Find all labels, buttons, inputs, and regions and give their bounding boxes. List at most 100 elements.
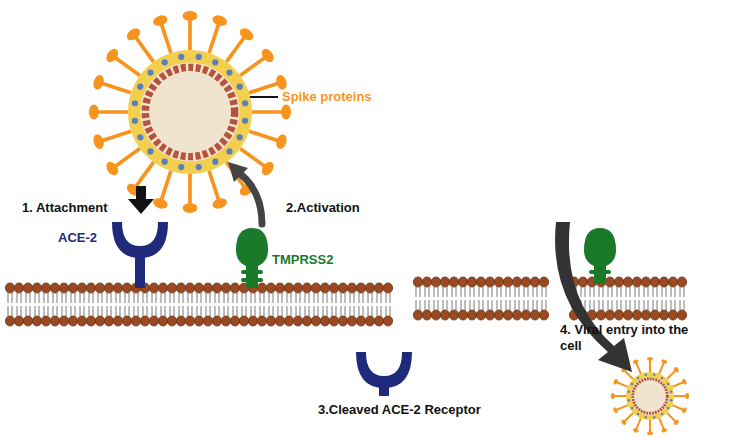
- lipid-tail: [447, 287, 448, 297]
- lipid-tail: [332, 306, 333, 316]
- lipid-tail: [192, 293, 193, 303]
- viral-rna: [145, 67, 234, 156]
- lipid-head: [320, 283, 329, 293]
- spike-stalk: [240, 148, 268, 168]
- spike-stalk: [649, 420, 651, 433]
- receptor-label: ACE-2: [58, 230, 97, 246]
- lipid-tail: [438, 300, 439, 310]
- lipid-tail: [17, 293, 18, 303]
- lipid-tail: [537, 287, 538, 297]
- lipid-tail: [260, 293, 261, 303]
- lipid-head: [248, 316, 257, 326]
- lipid-tail: [224, 293, 225, 303]
- lipid-tail: [242, 306, 243, 316]
- membrane-protein: [653, 416, 655, 418]
- lipid-tail: [201, 293, 202, 303]
- lipid-head: [539, 277, 548, 287]
- membrane-protein: [137, 84, 143, 90]
- lipid-tail: [359, 293, 360, 303]
- lipid-tail: [44, 293, 45, 303]
- membrane-protein: [196, 54, 202, 60]
- lipid-tail: [138, 306, 139, 316]
- spike-stalk: [659, 362, 664, 374]
- lipid-tail: [542, 300, 543, 310]
- lipid-tail: [542, 287, 543, 297]
- spike-stalk: [667, 413, 676, 422]
- lipid-head: [458, 277, 467, 287]
- lipid-head: [356, 316, 365, 326]
- lipid-tail: [461, 300, 462, 310]
- lipid-tail: [179, 293, 180, 303]
- lipid-tail: [44, 306, 45, 316]
- lipid-tail: [134, 293, 135, 303]
- lipid-tail: [497, 300, 498, 310]
- lipid-head: [467, 277, 476, 287]
- lipid-head: [521, 310, 530, 320]
- lipid-tail: [197, 293, 198, 303]
- protease-label: TMPRSS2: [272, 252, 333, 268]
- lipid-tail: [657, 287, 658, 297]
- lipid-head: [95, 316, 104, 326]
- ace2-receptor: [112, 222, 168, 288]
- lipid-tail: [465, 287, 466, 297]
- lipid-head: [95, 283, 104, 293]
- virus-particle: [89, 11, 291, 213]
- lipid-tail: [35, 293, 36, 303]
- lipid-tail: [237, 293, 238, 303]
- spike-stalk: [226, 34, 246, 62]
- lipid-head: [422, 277, 431, 287]
- spike-head: [661, 427, 668, 433]
- lipid-tail: [246, 293, 247, 303]
- lipid-tail: [537, 300, 538, 310]
- lipid-tail: [474, 287, 475, 297]
- lipid-head: [32, 283, 41, 293]
- lipid-tail: [170, 293, 171, 303]
- spike-stalk: [674, 395, 687, 397]
- viral-core: [140, 62, 239, 161]
- lipid-tail: [309, 306, 310, 316]
- lipid-tail: [165, 293, 166, 303]
- lipid-head: [257, 283, 266, 293]
- lipid-tail: [296, 306, 297, 316]
- spike-stalk: [249, 82, 281, 93]
- lipid-tail: [269, 293, 270, 303]
- spike-stalk: [188, 174, 192, 208]
- spike-stalk: [249, 131, 281, 142]
- lipid-head: [77, 283, 86, 293]
- lipid-tail: [287, 306, 288, 316]
- lipid-head: [632, 277, 641, 287]
- lipid-head: [668, 277, 677, 287]
- lipid-tail: [300, 293, 301, 303]
- lipid-head: [104, 283, 113, 293]
- lipid-tail: [429, 287, 430, 297]
- lipid-tail: [519, 287, 520, 297]
- lipid-head: [302, 316, 311, 326]
- lipid-tail: [291, 306, 292, 316]
- cleaved-ace2: [356, 352, 412, 396]
- spike-head: [211, 14, 228, 28]
- lipid-tail: [510, 300, 511, 310]
- lipid-tail: [546, 287, 547, 297]
- lipid-tail: [506, 287, 507, 297]
- lipid-tail: [684, 287, 685, 297]
- lipid-head: [149, 316, 158, 326]
- lipid-tail: [318, 306, 319, 316]
- lipid-tail: [282, 306, 283, 316]
- lipid-tail: [434, 287, 435, 297]
- lipid-tail: [621, 300, 622, 310]
- lipid-tail: [318, 293, 319, 303]
- lipid-tail: [684, 300, 685, 310]
- lipid-tail: [296, 293, 297, 303]
- lipid-tail: [35, 306, 36, 316]
- lipid-tail: [479, 287, 480, 297]
- lipid-head: [677, 310, 686, 320]
- lipid-tail: [242, 293, 243, 303]
- lipid-tail: [210, 293, 211, 303]
- lipid-head: [494, 277, 503, 287]
- lipid-tail: [129, 306, 130, 316]
- lipid-tail: [648, 287, 649, 297]
- lipid-tail: [170, 306, 171, 316]
- membrane-protein: [196, 164, 202, 170]
- lipid-tail: [492, 300, 493, 310]
- lipid-head: [203, 316, 212, 326]
